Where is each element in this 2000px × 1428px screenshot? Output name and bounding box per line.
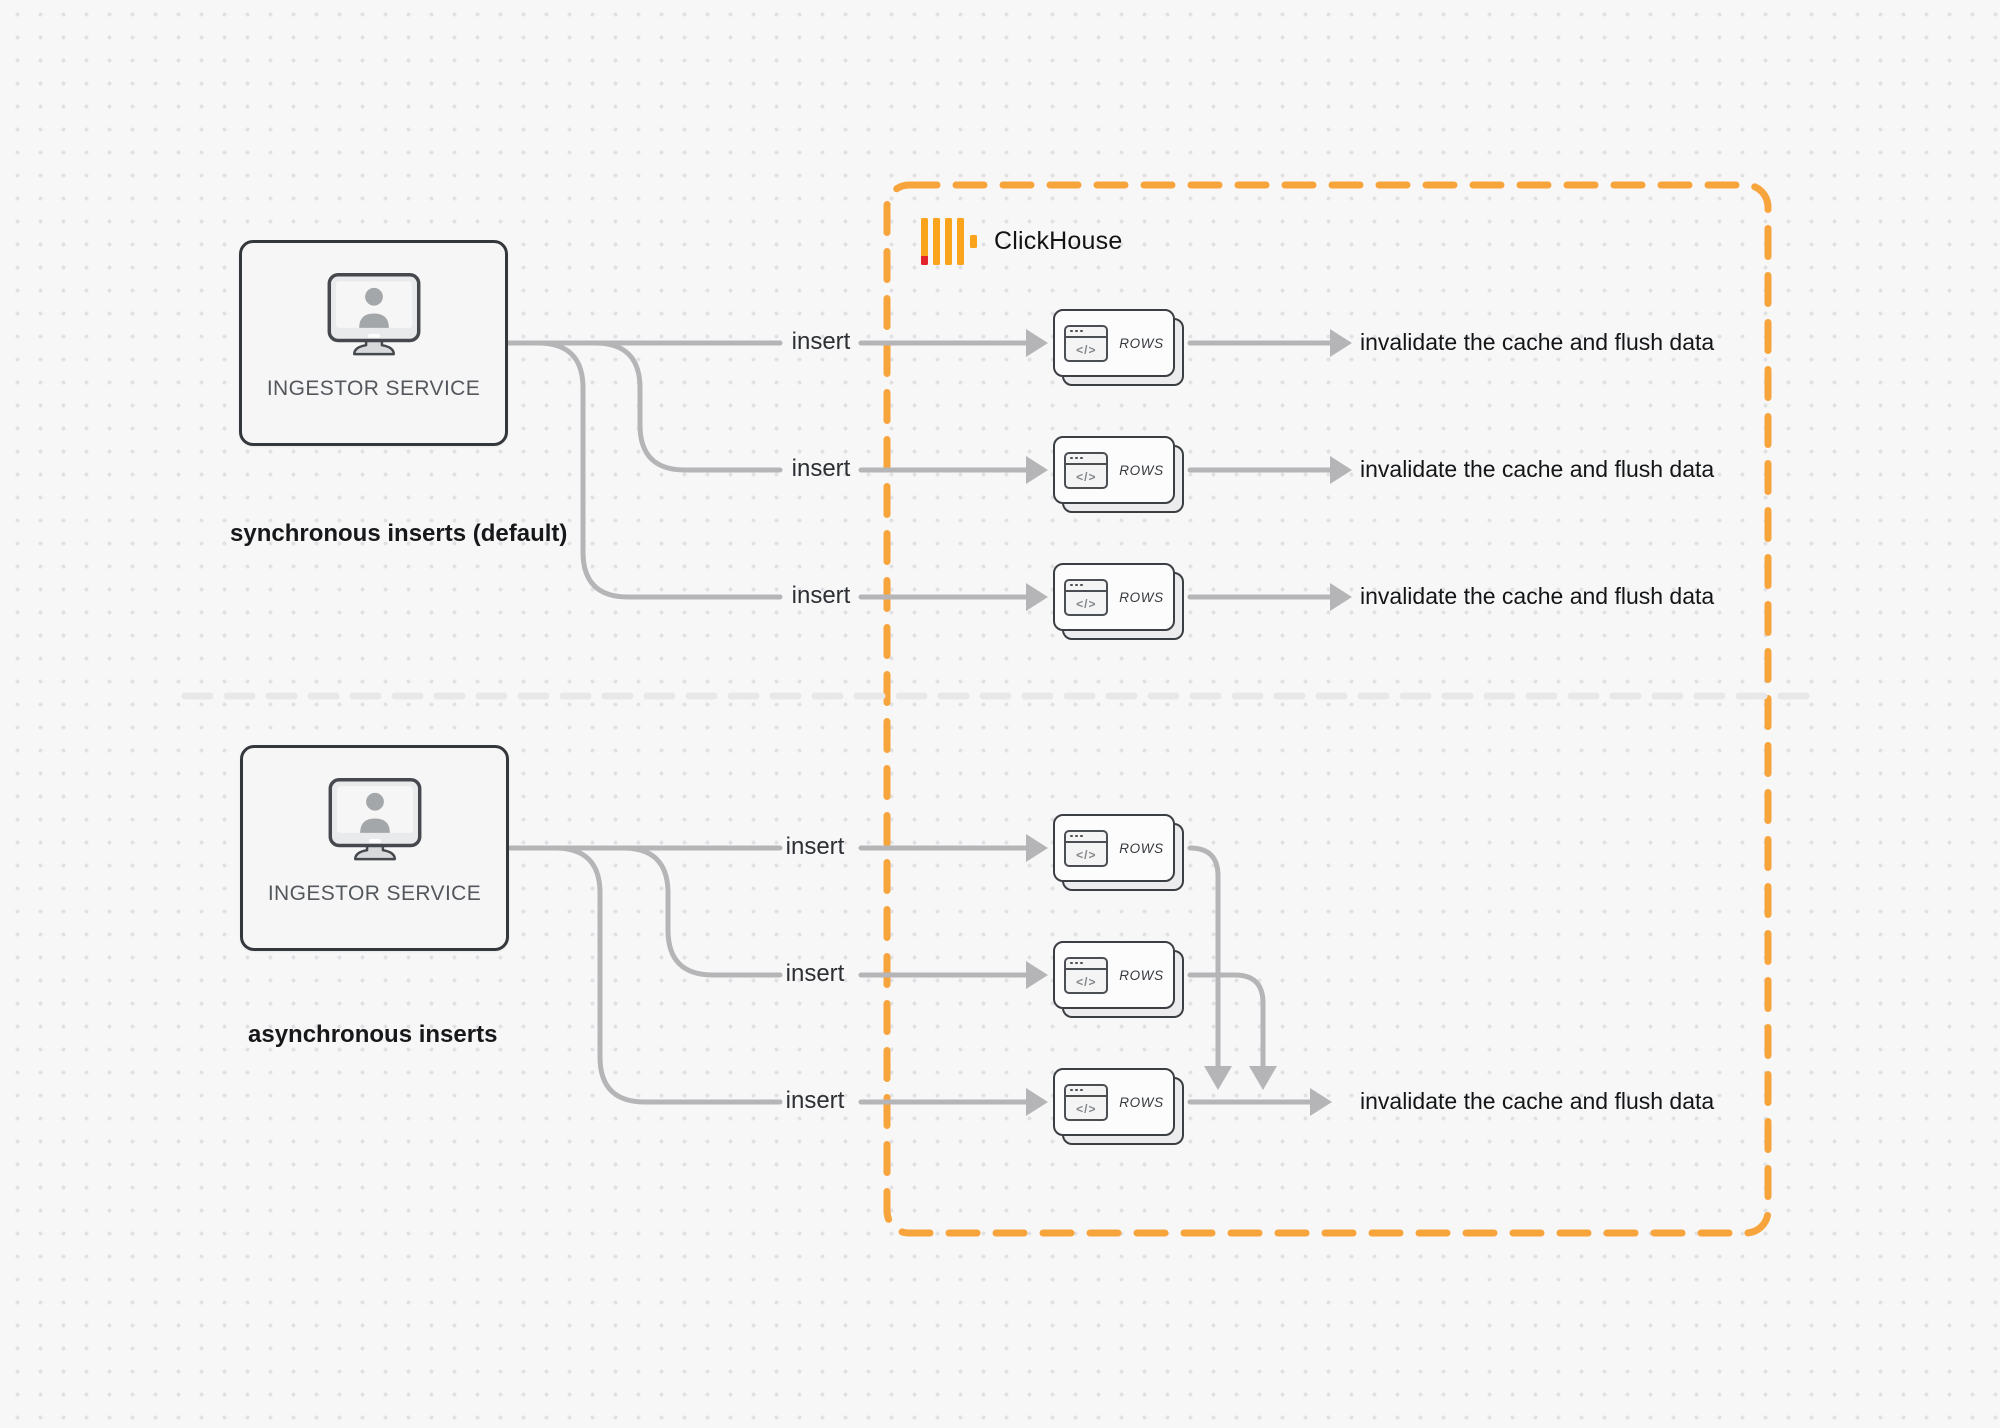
async-connectors [504,845,1313,1105]
sync-outcome-1: invalidate the cache and flush data [1360,328,1715,355]
rows-card-label: ROWS [1119,462,1164,478]
async-insert-label-3: insert [785,1086,845,1114]
rows-card-label: ROWS [1119,1094,1164,1110]
async-rows-card-1: </> ROWS [1053,814,1184,891]
async-merge-line-1 [1187,845,1221,1069]
async-arrowheads [1026,834,1332,1116]
rows-card-label: ROWS [1119,589,1164,605]
sync-insert-label-3: insert [791,581,851,609]
code-window-icon: </> [1064,324,1109,362]
async-branch-2 [620,845,783,978]
code-window-icon: </> [1064,451,1109,489]
sync-caption: synchronous inserts (default) [230,520,568,547]
clickhouse-bar-red-icon [921,218,928,265]
rows-card-label: ROWS [1119,335,1164,351]
clickhouse-bars-icon [921,218,977,265]
async-insert-label-2: insert [785,959,845,987]
sync-connectors [504,340,1333,600]
clickhouse-logo: ClickHouse [921,218,1122,265]
monitor-user-icon [327,273,420,356]
sync-outcome-3: invalidate the cache and flush data [1360,582,1715,609]
clickhouse-brand-name: ClickHouse [994,227,1123,255]
sync-insert-label-1: insert [791,327,851,355]
async-ingestor-service-label: INGESTOR SERVICE [267,882,482,905]
async-caption: asynchronous inserts [248,1021,498,1048]
async-insert-label-1: insert [785,832,845,860]
async-branch-3 [552,845,783,1105]
async-outcome: invalidate the cache and flush data [1360,1087,1715,1114]
sync-rows-card-3: </> ROWS [1053,563,1184,640]
sync-branch-3 [535,340,783,600]
code-window-icon: </> [1064,578,1109,616]
sync-insert-label-2: insert [791,454,851,482]
monitor-user-icon [328,778,421,861]
sync-arrowheads [1026,329,1352,611]
sync-branch-2 [592,340,783,473]
sync-rows-card-1: </> ROWS [1053,309,1184,386]
rows-card-label: ROWS [1119,967,1164,983]
clickhouse-dashed-border [883,181,1772,1237]
sync-ingestor-service-box: INGESTOR SERVICE [239,240,508,446]
sync-outcome-2: invalidate the cache and flush data [1360,455,1715,482]
async-merge-line-2 [1187,972,1266,1069]
sync-ingestor-service-label: INGESTOR SERVICE [266,377,481,400]
async-rows-card-2: </> ROWS [1053,941,1184,1018]
code-window-icon: </> [1064,956,1109,994]
clickhouse-small-bar-icon [970,235,977,248]
code-window-icon: </> [1064,1083,1109,1121]
code-window-icon: </> [1064,829,1109,867]
rows-card-label: ROWS [1119,840,1164,856]
async-ingestor-service-box: INGESTOR SERVICE [240,745,509,951]
sync-rows-card-2: </> ROWS [1053,436,1184,513]
async-rows-card-3: </> ROWS [1053,1068,1184,1145]
